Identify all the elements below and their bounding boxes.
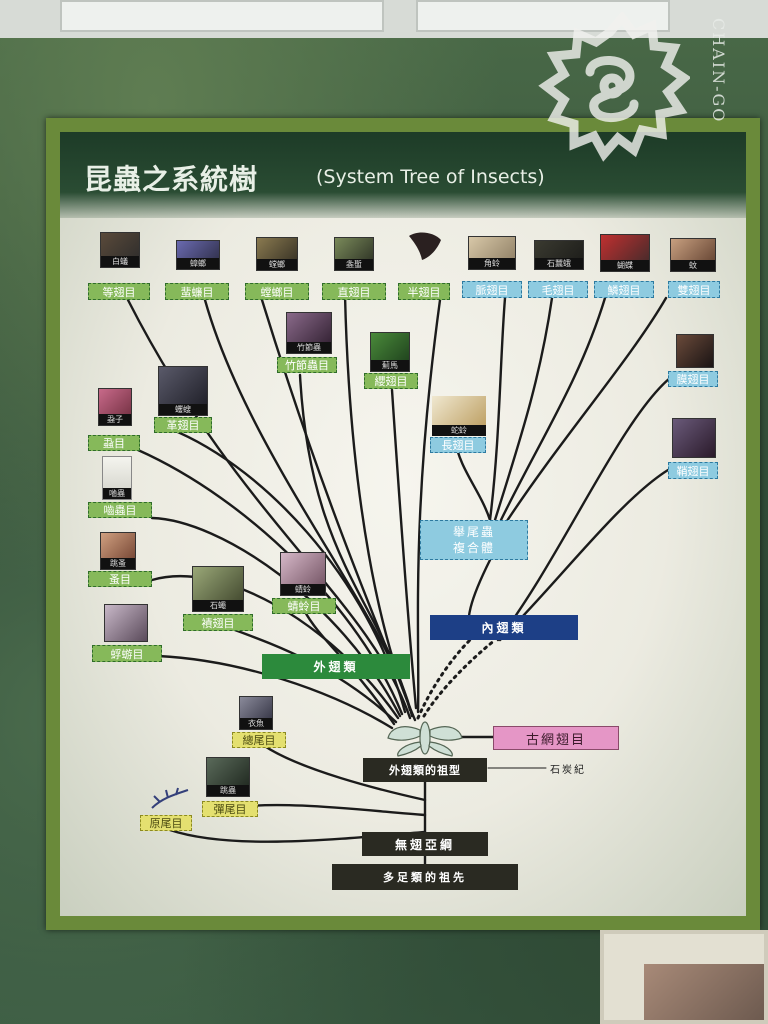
photo-caddisfly: 石蠶蛾 xyxy=(534,240,584,270)
label-mecoptera: 長翅目 xyxy=(430,437,486,453)
photo-wasp xyxy=(676,334,714,368)
photo-caption: 蝴蝶 xyxy=(601,260,649,271)
photo-caption: 石蠶蛾 xyxy=(535,258,583,269)
photo-mantis: 螳螂 xyxy=(256,237,298,271)
poster-title-english: (System Tree of Insects) xyxy=(316,166,545,188)
label-phthiraptera: 蝨目 xyxy=(88,435,140,451)
photo-snakefly: 蛇蛉 xyxy=(432,396,486,436)
bar-myriapod-ancestor: 多足類的祖先 xyxy=(332,864,518,890)
branch-collembola xyxy=(230,803,427,817)
bar-endopterygota: 內翅類 xyxy=(430,615,578,640)
poster-title-chinese: 昆蟲之系統樹 xyxy=(84,163,259,196)
branch-ephemeroptera xyxy=(156,654,394,730)
bar-exopterygota: 外翅類 xyxy=(262,654,410,679)
branch-hemiptera xyxy=(416,298,442,714)
photo-owlfly: 角蛉 xyxy=(468,236,516,270)
photo-mayfly xyxy=(104,604,148,642)
label-psocoptera: 嚙蟲目 xyxy=(88,502,152,518)
photo-cicada xyxy=(409,232,441,260)
photo-caption: 石蠅 xyxy=(193,600,243,611)
photo-caption: 角蛉 xyxy=(469,258,515,269)
photo-flea: 跳蚤 xyxy=(100,532,136,570)
photo-earwig: 蠼螋 xyxy=(158,366,208,416)
photo-butterfly: 蝴蝶 xyxy=(600,234,650,272)
bar-exo-ancestor: 外翅類的祖型 xyxy=(363,758,487,782)
photo-booklouse: 嚙蟲 xyxy=(102,456,132,500)
label-blattodea: 蜚蠊目 xyxy=(165,283,229,300)
bar-apterygota: 無翅亞綱 xyxy=(362,832,488,856)
photo-caption: 嚙蟲 xyxy=(103,488,131,499)
label-trichoptera: 毛翅目 xyxy=(528,281,588,298)
branch-archaeognatha xyxy=(261,743,427,802)
photo-louse: 蝨子 xyxy=(98,388,132,426)
label-zygentoma: 總尾目 xyxy=(232,732,286,748)
photo-thrips: 薊馬 xyxy=(370,332,410,372)
dotted-branch-endo xyxy=(422,638,497,718)
label-plecoptera: 襀翅目 xyxy=(183,614,253,631)
photo-silverfish: 衣魚 xyxy=(239,696,273,730)
photo-cockroach: 蟑螂 xyxy=(176,240,220,270)
photo-caption: 蝨子 xyxy=(99,414,131,425)
watermark-text: CHAIN-GO xyxy=(709,18,728,124)
branch-hymenoptera xyxy=(496,376,672,642)
label-protura: 原尾目 xyxy=(140,815,192,831)
wall-strip xyxy=(0,0,768,38)
photo-caption: 蠼螋 xyxy=(159,404,207,415)
label-phasmatodea: 竹節蟲目 xyxy=(277,357,337,373)
label-siphonaptera: 蚤目 xyxy=(88,571,152,587)
protura-drawing xyxy=(151,787,189,809)
label-carboniferous: 石炭紀 xyxy=(550,765,586,776)
label-lepidoptera: 鱗翅目 xyxy=(594,281,654,298)
photo-caption: 螽蟴 xyxy=(335,259,373,270)
photo-mosquito: 蚊 xyxy=(670,238,716,272)
photo-springtail: 跳蟲 xyxy=(206,757,250,797)
label-neuroptera: 脈翅目 xyxy=(462,281,522,298)
label-diptera: 雙翅目 xyxy=(668,281,720,298)
label-complex-group: 舉尾蟲 複合體 xyxy=(420,520,528,560)
label-ephemeroptera: 蜉蝣目 xyxy=(92,645,162,662)
photo-caption: 蚊 xyxy=(671,260,715,271)
label-palaeodictyoptera: 古網翅目 xyxy=(493,726,619,750)
watermark-logo xyxy=(538,12,690,162)
adjacent-poster-photo xyxy=(644,964,764,1020)
branch-trichoptera xyxy=(493,296,554,522)
photo-caption: 竹節蟲 xyxy=(287,342,331,353)
photo-caption: 蟑螂 xyxy=(177,258,219,269)
photo-caption: 白蟻 xyxy=(101,256,139,267)
photo-dragonfly: 蜻蛉 xyxy=(280,552,326,596)
photo-katydid: 螽蟴 xyxy=(334,237,374,271)
dotted-branch-endo xyxy=(416,638,472,720)
photo-caption: 螳螂 xyxy=(257,259,297,270)
branch-lepidoptera xyxy=(498,296,607,524)
label-orthoptera: 直翅目 xyxy=(322,283,386,300)
branch-neuroptera xyxy=(488,296,507,522)
label-odonata: 蜻蛉目 xyxy=(272,598,336,614)
label-isoptera: 等翅目 xyxy=(88,283,150,300)
label-hymenoptera: 膜翅目 xyxy=(668,371,718,387)
photo-caption: 衣魚 xyxy=(240,718,272,729)
ancestor-insect-drawing xyxy=(387,721,463,757)
photo-termite: 白蟻 xyxy=(100,232,140,268)
branch-thysanoptera xyxy=(390,388,418,710)
branch-diptera xyxy=(503,296,668,526)
label-coleoptera: 鞘翅目 xyxy=(668,462,718,479)
photo-stonefly: 石蠅 xyxy=(192,566,244,612)
photo-beetle xyxy=(672,418,716,458)
photo-caption: 跳蚤 xyxy=(101,558,135,569)
photo-walkingstick: 竹節蟲 xyxy=(286,312,332,354)
window-pane xyxy=(60,0,384,32)
label-collembola: 彈尾目 xyxy=(202,801,258,817)
photo-caption: 蜻蛉 xyxy=(281,584,325,595)
adjacent-poster xyxy=(600,930,768,1024)
label-dermaptera: 革翅目 xyxy=(154,417,212,433)
photo-caption: 跳蟲 xyxy=(207,785,249,796)
photo-caption: 蛇蛉 xyxy=(432,425,486,436)
label-thysanoptera: 纓翅目 xyxy=(364,373,418,389)
label-hemiptera: 半翅目 xyxy=(398,283,450,300)
label-mantodea: 螳螂目 xyxy=(245,283,309,300)
photo-caption: 薊馬 xyxy=(371,360,409,371)
